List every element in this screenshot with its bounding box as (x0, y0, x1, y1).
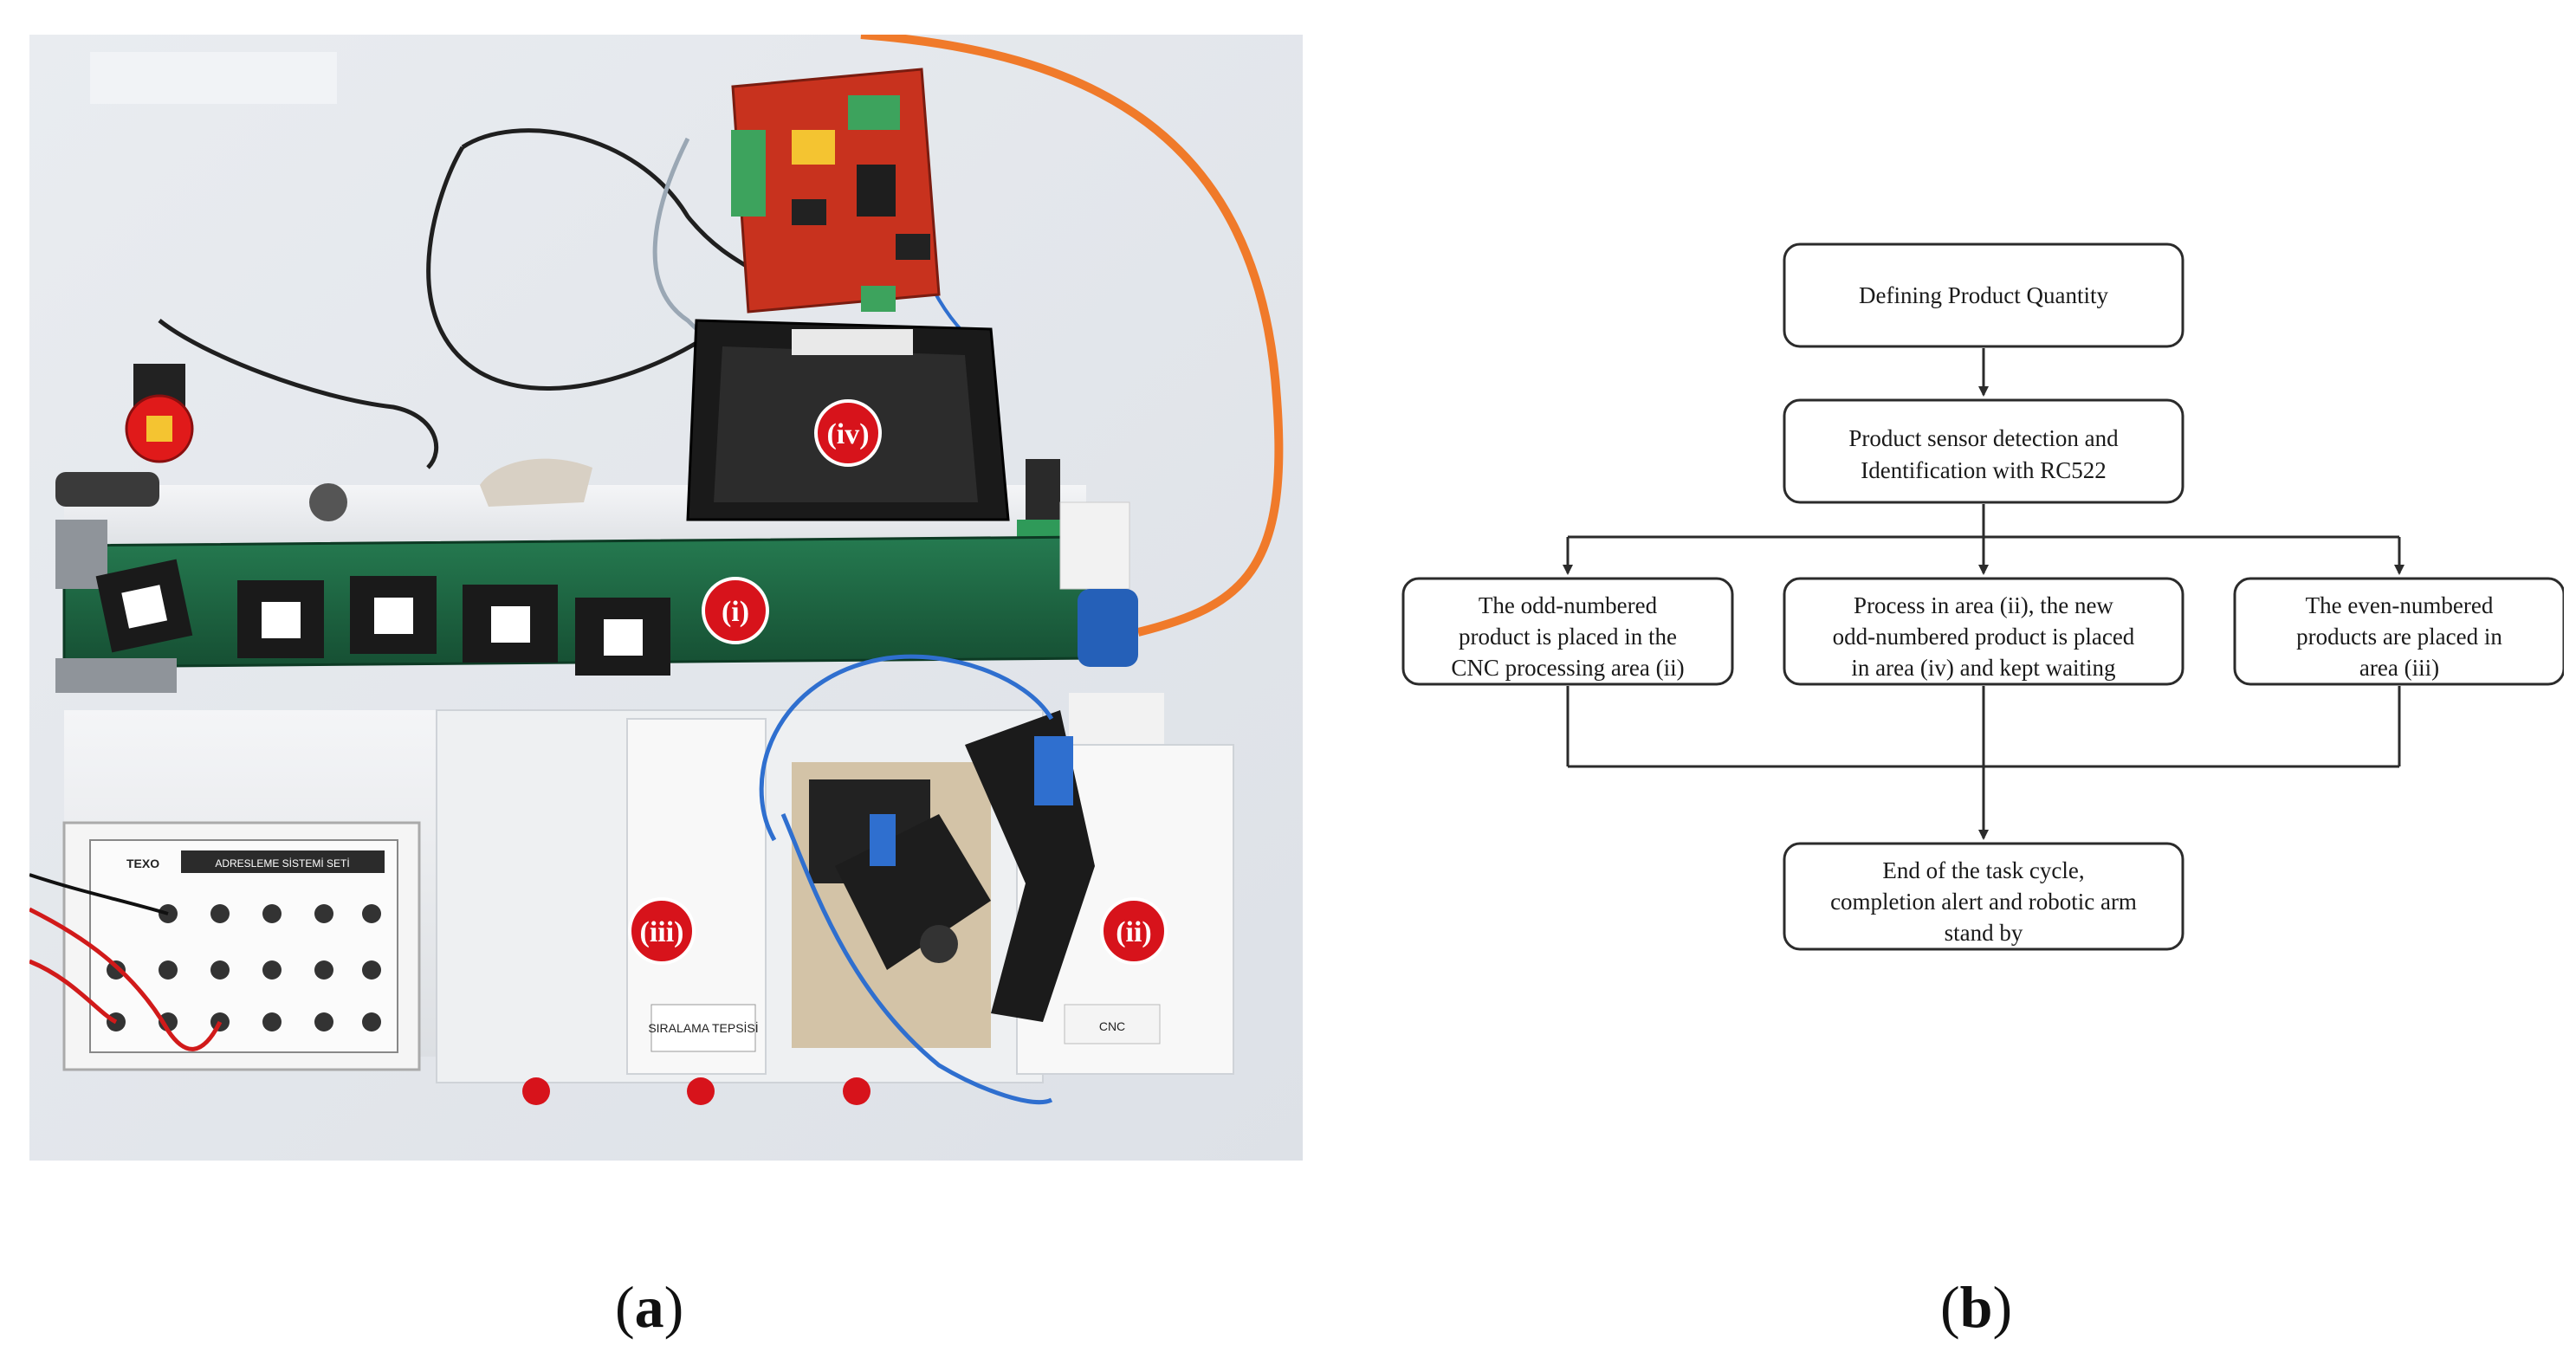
box-sensor-detection-line-1: Product sensor detection and (1848, 425, 2119, 451)
box-process-area-ii-line-3: in area (iv) and kept waiting (1851, 655, 2115, 681)
box-even-to-area-iii-line-3: area (iii) (2359, 655, 2439, 681)
area-label-iv-badge (814, 399, 882, 467)
roller-knob (309, 483, 347, 521)
panel-title: ADRESLEME SİSTEMİ SETİ (215, 857, 349, 870)
flowchart: Defining Product Quantity Product sensor… (1401, 242, 2564, 951)
box-end-cycle-line-3: stand by (1945, 920, 2023, 946)
black-cable (158, 319, 438, 469)
box-define-quantity (1783, 242, 2184, 348)
wall-patch (90, 52, 337, 104)
box-odd-to-cnc (1401, 577, 1734, 686)
area-label-iii: (iii) (640, 916, 684, 948)
drive-motor (1078, 589, 1138, 667)
emergency-stop-button (125, 364, 194, 463)
caption-b-letter: b (1959, 1274, 1993, 1340)
controller-board (731, 68, 941, 314)
box-even-to-area-iii-line-2: products are placed in (2296, 624, 2502, 650)
box-end-cycle-line-1: End of the task cycle, (1882, 857, 2084, 883)
box-define-quantity-line-1: Defining Product Quantity (1859, 282, 2108, 308)
end-cap (1059, 501, 1130, 590)
caption-a-open: ( (615, 1274, 635, 1340)
product-sensor (1026, 459, 1060, 528)
caption-a-close: ) (663, 1274, 684, 1340)
robotic-arm (759, 654, 1095, 1105)
box-end-cycle-line-2: completion alert and robotic arm (1830, 889, 2137, 915)
rig-illustration: (iv) (i) (iii) SIRALAMA TEPSİSİ (i (29, 35, 1303, 1161)
area-label-ii-badge (1100, 897, 1168, 965)
area-label-i-badge (702, 577, 769, 644)
panel-brand: TEXO (126, 857, 159, 870)
caption-b-open: ( (1940, 1274, 1960, 1340)
box-odd-to-cnc-line-3: CNC processing area (ii) (1451, 655, 1684, 681)
orange-cable (860, 35, 1284, 637)
area-label-iv: (iv) (826, 418, 869, 450)
caption-a: (a) (615, 1277, 683, 1336)
area-label-i: (i) (722, 596, 749, 628)
cnc-sign (1064, 1004, 1161, 1044)
control-panel: TEXO ADRESLEME SİSTEMİ SETİ (29, 821, 421, 1071)
box-sensor-detection-line-2: Identification with RC522 (1861, 457, 2106, 483)
box-even-to-area-iii (2233, 577, 2564, 686)
box-odd-to-cnc-line-1: The odd-numbered (1479, 592, 1658, 618)
area-label-ii: (ii) (1116, 916, 1152, 948)
push-buttons (522, 1077, 871, 1105)
box-odd-to-cnc-line-2: product is placed in the (1459, 624, 1677, 650)
caption-a-letter: a (634, 1274, 664, 1340)
parts-bag (480, 458, 592, 507)
box-process-area-ii-line-2: odd-numbered product is placed (1833, 624, 2135, 650)
storage-sign-text: SIRALAMA TEPSİSİ (648, 1020, 758, 1035)
flowchart-panel: Defining Product Quantity Product sensor… (1386, 208, 2564, 987)
cnc-sign-text: CNC (1099, 1019, 1125, 1033)
box-process-area-ii (1783, 577, 2184, 686)
box-sensor-detection (1783, 398, 2184, 504)
area-label-iii-badge (628, 897, 696, 965)
photo-panel: (iv) (i) (iii) SIRALAMA TEPSİSİ (i (29, 35, 1303, 1161)
caption-b: (b) (1940, 1277, 2012, 1336)
black-cable (426, 146, 707, 391)
product-blocks (95, 559, 670, 676)
box-even-to-area-iii-line-1: The even-numbered (2306, 592, 2494, 618)
box-end-cycle (1783, 842, 2184, 951)
storage-sign (650, 1004, 756, 1052)
caption-b-close: ) (1992, 1274, 2013, 1340)
box-process-area-ii-line-1: Process in area (ii), the new (1854, 592, 2113, 618)
tension-knob (55, 472, 159, 507)
